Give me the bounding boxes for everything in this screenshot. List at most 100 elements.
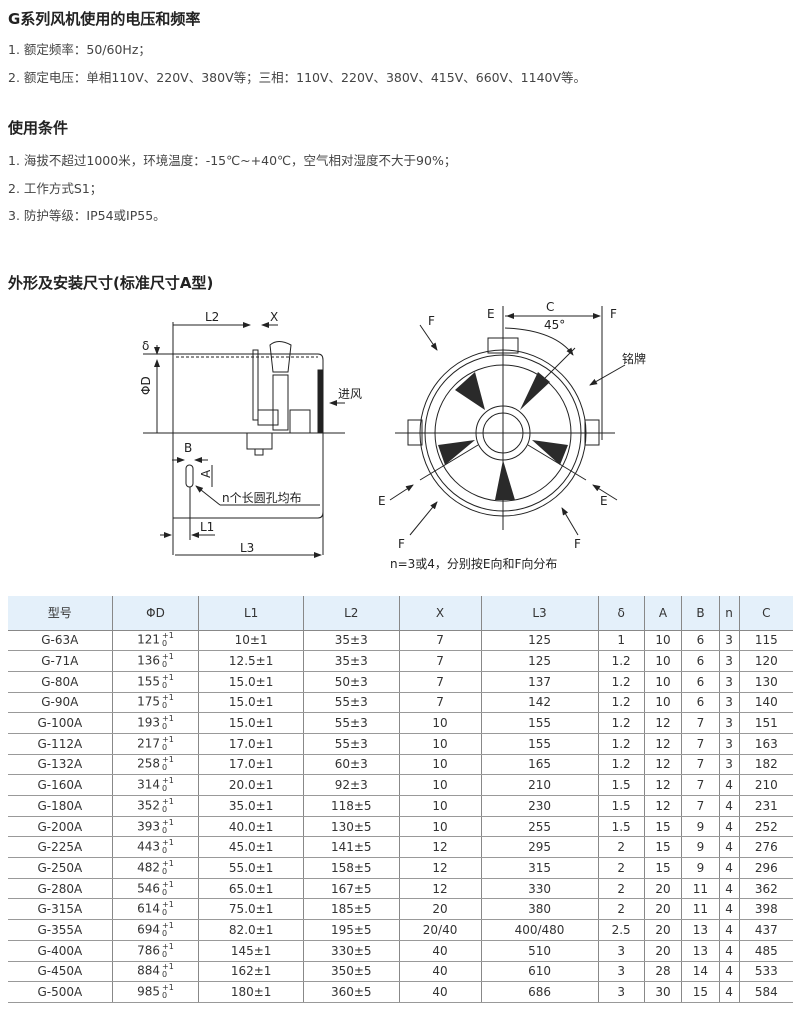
table-cell: 155 <box>480 712 599 734</box>
cell-value: 185±5 <box>330 902 372 917</box>
tolerance-upper: +1 <box>162 734 174 744</box>
table-cell: 4 <box>718 981 740 1003</box>
table-cell: 1.5 <box>597 774 645 796</box>
cell-value: 1.5 <box>611 798 631 813</box>
table-cell: 15.0±1 <box>198 692 304 714</box>
table-cell: 13 <box>681 919 720 941</box>
table-cell: 6 <box>681 650 720 672</box>
label-L2: L2 <box>205 310 219 324</box>
cell-value: 140 <box>754 695 778 710</box>
column-header: L2 <box>302 596 400 631</box>
table-cell: 3 <box>718 692 740 714</box>
table-cell: 15.0±1 <box>198 671 304 693</box>
cell-value: 7 <box>696 716 705 731</box>
front-view-drawing <box>389 306 626 536</box>
cell-value: G-80A <box>41 674 79 689</box>
tolerance-upper: +1 <box>162 941 174 951</box>
table-cell: 15.0±1 <box>198 712 304 734</box>
table-cell: 4 <box>718 816 740 838</box>
cell-value: 10±1 <box>234 633 268 648</box>
cell-value: 7 <box>436 674 444 689</box>
table-cell: 180±1 <box>198 981 304 1003</box>
table-cell: 12.5±1 <box>198 650 304 672</box>
table-cell: 20/40 <box>398 919 481 941</box>
table-cell: 360±5 <box>302 981 400 1003</box>
table-cell: G-132A <box>8 754 113 776</box>
cell-value: G-132A <box>37 757 83 772</box>
cell-value: 130±5 <box>330 819 372 834</box>
cell-value: 175 <box>137 694 161 709</box>
cell-value: 28 <box>655 964 671 979</box>
table-cell: 145±1 <box>198 940 304 962</box>
table-cell: G-400A <box>8 940 113 962</box>
cell-value: 7 <box>696 736 705 751</box>
table-cell: 6 <box>681 630 720 652</box>
table-cell: 10 <box>643 630 682 652</box>
section-title-conditions: 使用条件 <box>8 119 69 137</box>
tolerance-lower: 0 <box>162 825 168 835</box>
cell-value: 4 <box>725 860 733 875</box>
table-cell: 330 <box>480 878 599 900</box>
cell-value: 130 <box>754 674 778 689</box>
table-cell: 4 <box>718 774 740 796</box>
table-cell: 12 <box>398 857 481 879</box>
table-cell: 7 <box>681 795 720 817</box>
table-cell: 20 <box>643 898 682 921</box>
cell-value: 40 <box>432 985 448 1000</box>
cell-value: 614 <box>137 901 161 916</box>
table-cell: 3 <box>597 981 645 1003</box>
table-cell: 20 <box>398 898 481 921</box>
tolerance-upper: +1 <box>162 879 174 889</box>
cell-value: 314 <box>137 777 161 792</box>
cell-value: 2 <box>617 860 625 875</box>
cell-value: 1.5 <box>611 819 631 834</box>
table-cell: 210 <box>738 774 793 796</box>
label-E-right: E <box>600 494 608 508</box>
table-cell: 3 <box>597 961 645 983</box>
tolerance-lower: 0 <box>162 846 168 856</box>
label-L1: L1 <box>200 520 214 534</box>
cell-value: 584 <box>754 985 778 1000</box>
cell-value: G-315A <box>37 902 83 917</box>
table-cell: 1 <box>597 630 645 652</box>
cell-value: 3 <box>725 716 733 731</box>
table-cell: 20 <box>643 940 682 962</box>
cell-value: 82.0±1 <box>228 922 274 937</box>
cell-value: 137 <box>528 674 551 689</box>
cell-value: 145±1 <box>230 943 272 958</box>
tolerance-upper: +1 <box>162 858 174 868</box>
table-cell: 380 <box>480 898 599 921</box>
table-cell: 7 <box>398 692 481 714</box>
table-cell: 130 <box>738 671 793 693</box>
label-nameplate: 铭牌 <box>622 351 646 366</box>
table-cell: 158±5 <box>302 857 400 879</box>
cell-value: 330 <box>528 881 551 896</box>
table-cell: G-355A <box>8 919 113 941</box>
table-cell: 315 <box>480 857 599 879</box>
cell-value: 118±5 <box>330 798 372 813</box>
tolerance-upper: +1 <box>162 652 174 662</box>
cell-value: 6 <box>696 674 705 689</box>
cell-value: 2 <box>617 881 625 896</box>
tolerance-upper: +1 <box>162 693 174 703</box>
cell-value: 55.0±1 <box>228 860 274 875</box>
table-cell: 533 <box>738 961 793 983</box>
label-F-left: F <box>398 537 405 551</box>
cell-value: 4 <box>725 840 733 855</box>
cell-value: 10 <box>432 819 448 834</box>
table-cell: 2 <box>597 836 645 859</box>
cell-value: 60±3 <box>334 757 368 772</box>
table-cell: 120 <box>738 650 793 672</box>
table-cell: 255 <box>480 816 599 838</box>
label-B: B <box>184 441 192 455</box>
table-cell: 230 <box>480 795 599 817</box>
cell-value: 482 <box>137 860 161 875</box>
